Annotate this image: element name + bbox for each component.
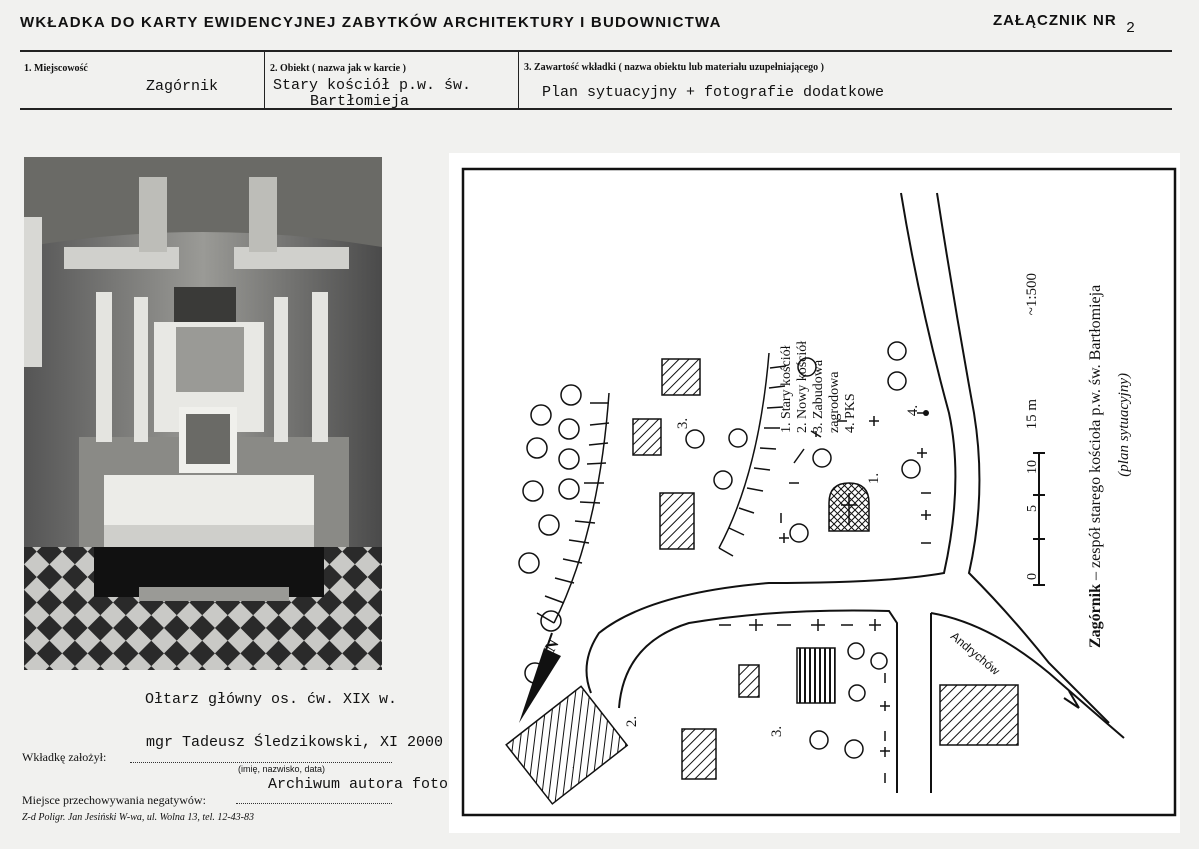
negatives-value: Archiwum autora foto.	[268, 776, 458, 793]
fence	[719, 412, 931, 783]
author-dotted-line	[130, 762, 392, 763]
embankments	[536, 352, 787, 624]
scale-unit: 15 m	[1024, 399, 1040, 430]
roads	[585, 192, 1125, 793]
field-divider-1	[264, 51, 265, 109]
negatives-dotted-line	[236, 803, 392, 804]
photo-caption: Ołtarz główny os. ćw. XIX w.	[145, 691, 398, 708]
marker-1: 1.	[866, 472, 883, 485]
object-value-line2: Bartłomieja	[310, 93, 410, 110]
marker-3b: 3.	[769, 725, 786, 738]
plan-title: Zagórnik – zespół starego kościoła p.w. …	[1087, 284, 1104, 648]
marker-3a: 3.	[675, 417, 692, 430]
plan-legend: 1. Stary kościół 2. Nowy kościół 3. Zabu…	[779, 340, 858, 433]
plan-subtitle: (plan sytuacyjny)	[1116, 373, 1132, 477]
plan-frame	[461, 167, 1177, 817]
trees	[518, 341, 921, 759]
field-divider-2	[518, 51, 519, 109]
altar-photo	[24, 157, 382, 670]
header-rule-top	[20, 50, 1172, 52]
scale-tick-10: 10	[1025, 460, 1040, 474]
author-label: Wkładkę założył:	[22, 750, 107, 764]
north-arrow-icon	[519, 632, 561, 723]
card-title: WKŁADKA DO KARTY EWIDENCYJNEJ ZABYTKÓW A…	[20, 14, 722, 31]
scale-tick-5: 5	[1025, 505, 1040, 512]
author-value: mgr Tadeusz Śledzikowski, XI 2000 r	[146, 734, 462, 751]
site-plan: 1. Stary kościół 2. Nowy kościół 3. Zabu…	[449, 153, 1180, 833]
content-value: Plan sytuacyjny + fotografie dodatkowe	[542, 84, 885, 101]
new-church	[505, 685, 629, 805]
printer-imprint: Z-d Poligr. Jan Jesiński W-wa, ul. Wolna…	[22, 812, 255, 823]
marker-2: 2.	[624, 715, 641, 728]
marker-4: 4.	[905, 404, 922, 417]
content-label: 3. Zawartość wkładki ( nazwa obiektu lub…	[524, 62, 825, 73]
scale-ratio: ~1:500	[1024, 273, 1040, 316]
locality-value: Zagórnik	[146, 78, 219, 95]
scale-bar	[1033, 452, 1045, 586]
author-hint: (imię, nazwisko, data)	[238, 764, 326, 774]
object-label: 2. Obiekt ( nazwa jak w karcie )	[270, 63, 406, 74]
object-value-line1: Stary kościół p.w. św.	[273, 77, 472, 94]
header-rule-bottom	[20, 108, 1172, 110]
locality-label: 1. Miejscowość	[24, 63, 88, 74]
annex-label: ZAŁĄCZNIK NR	[993, 12, 1117, 29]
annex-number: 2	[1126, 20, 1136, 37]
negatives-label: Miejsce przechowywania negatywów:	[22, 793, 206, 807]
scale-tick-0: 0	[1025, 573, 1040, 580]
